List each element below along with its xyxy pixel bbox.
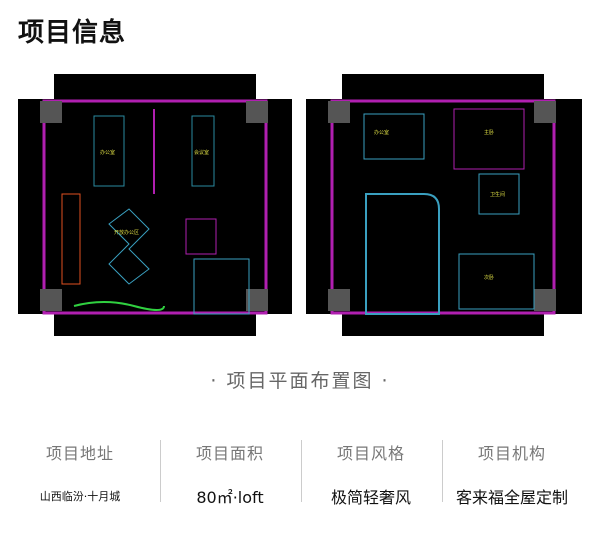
room-label: 办公室: [100, 149, 115, 156]
info-style: 项目风格 极简轻奢风: [301, 440, 441, 508]
room-label: 办公室: [374, 129, 389, 136]
info-value: 80㎡·loft: [196, 488, 264, 507]
info-label: 项目地址: [45, 444, 114, 463]
divider: [160, 440, 161, 502]
info-label: 项目机构: [477, 444, 546, 463]
info-label: 项目风格: [336, 444, 405, 463]
info-organization: 项目机构 客来福全屋定制: [442, 440, 582, 508]
room-label: 主卧: [484, 129, 494, 136]
info-label: 项目面积: [195, 444, 264, 463]
room-label-bathroom: 卫生间: [490, 191, 505, 198]
plan-caption: · 项目平面布置图 ·: [210, 370, 390, 392]
ground-floor-plan: 办公室 会议室 开放办公区: [18, 74, 292, 336]
info-value: 极简轻奢风: [330, 488, 411, 507]
info-value: 客来福全屋定制: [455, 488, 568, 507]
divider: [301, 440, 302, 502]
room-label: 开放办公区: [114, 229, 139, 236]
page-title: 项目信息: [18, 18, 127, 48]
divider: [442, 440, 443, 502]
info-value: 山西临汾·十月城: [39, 490, 121, 503]
room-label: 会议室: [194, 149, 209, 156]
info-area: 项目面积 80㎡·loft: [160, 440, 300, 508]
info-address: 项目地址 山西临汾·十月城: [10, 440, 150, 504]
room-label: 次卧: [484, 274, 494, 281]
upper-floor-plan: 办公室 主卧 卫生间 次卧: [306, 74, 582, 336]
